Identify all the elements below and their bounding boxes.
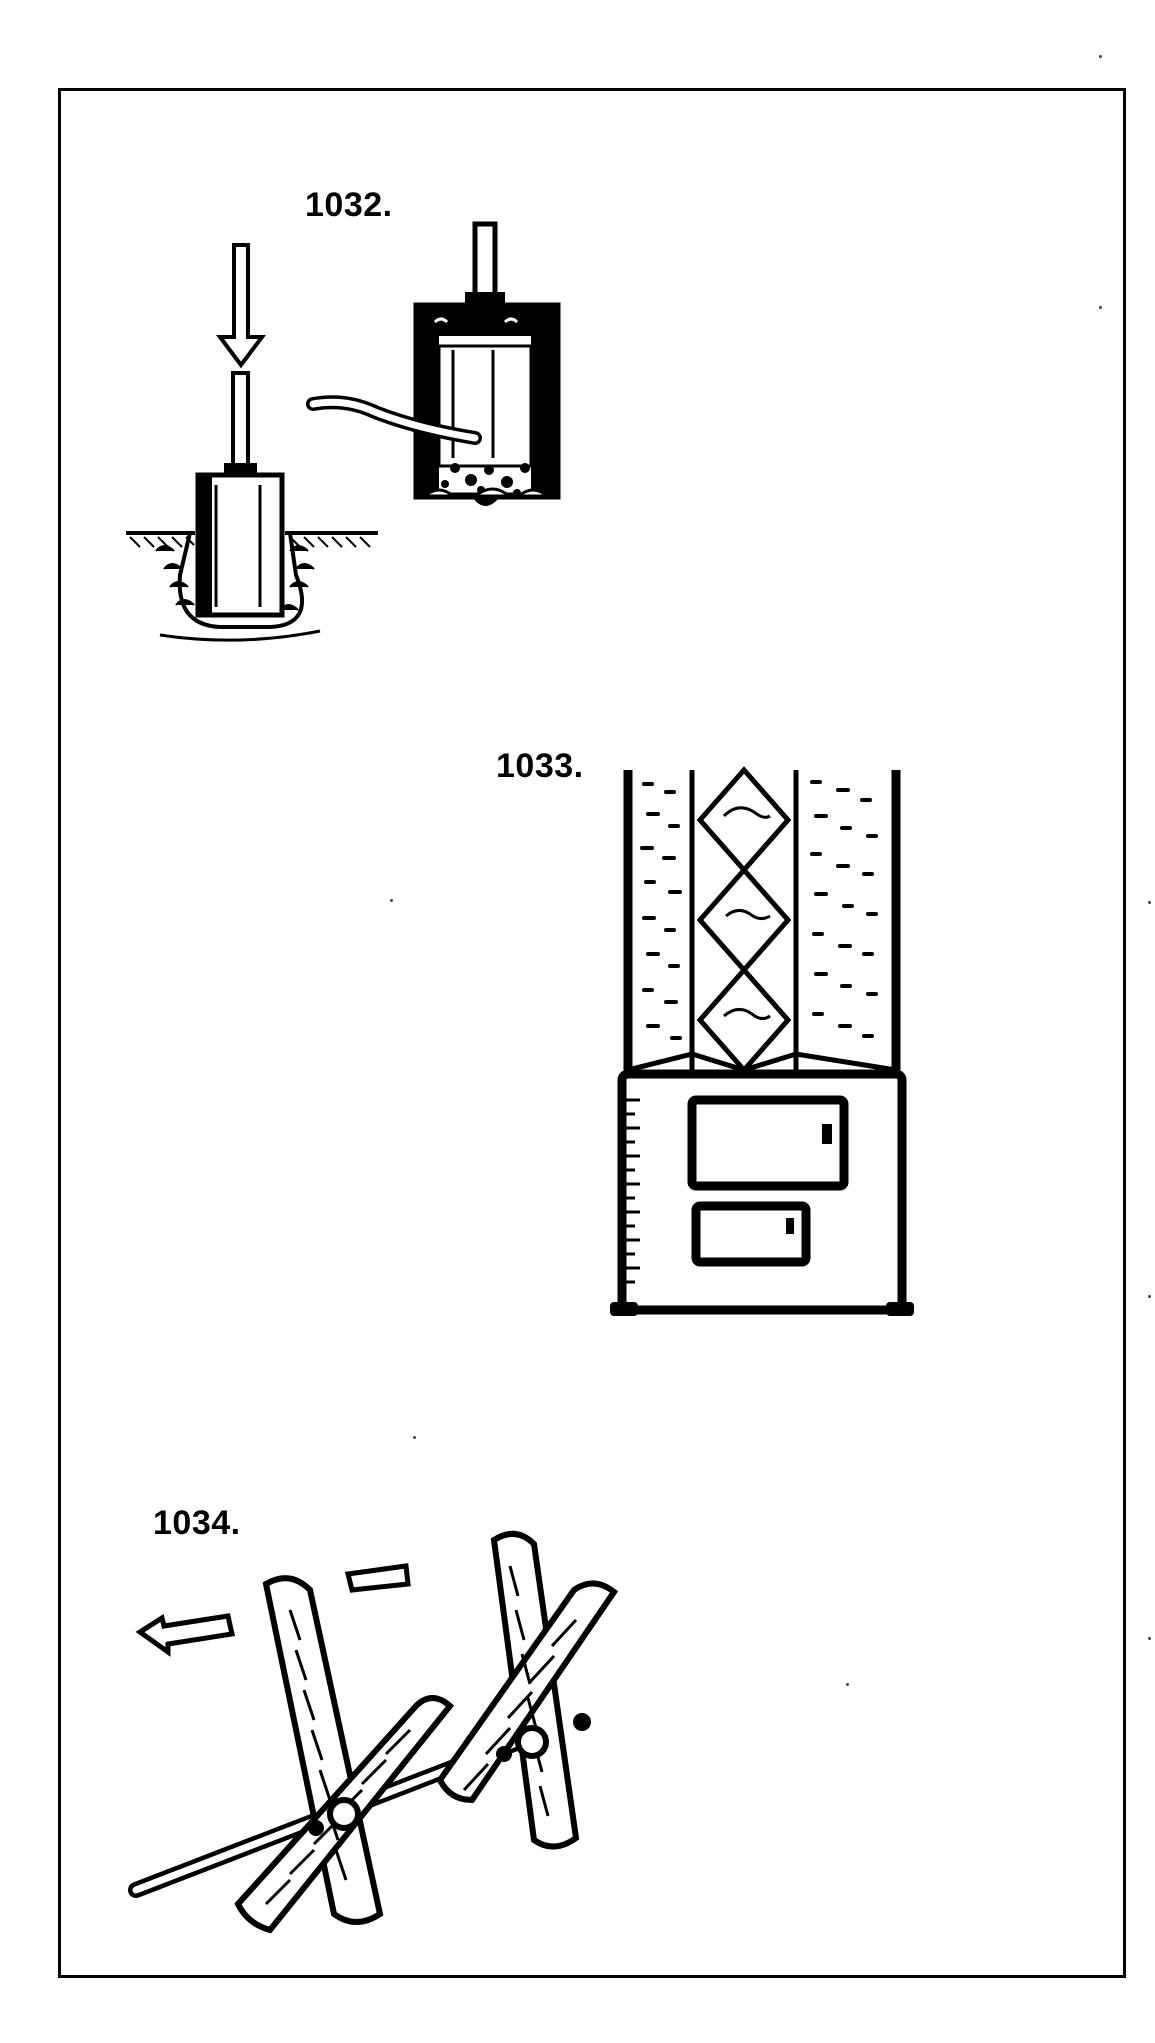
soil-sampler-tube-illustration: [306, 221, 561, 506]
figure-number-1034: 1034.: [153, 1504, 241, 1542]
figure-1034-illustration: [128, 1531, 619, 1934]
scan-speck: [1148, 1637, 1151, 1640]
figure-number-1033: 1033.: [496, 747, 584, 785]
scan-speck: [390, 899, 393, 902]
down-arrow-icon: [216, 243, 266, 369]
figure-1032-illustration: [126, 243, 378, 642]
figure-number-1032: 1032.: [305, 186, 393, 224]
figure-1033-illustration: [610, 766, 914, 1316]
scan-speck: [1099, 55, 1102, 58]
scan-speck: [846, 1683, 849, 1686]
scan-speck: [1099, 306, 1102, 309]
page-border-frame: [58, 88, 1126, 1978]
scan-speck: [1148, 901, 1151, 904]
rotation-arrow-icon: [135, 1563, 411, 1657]
scan-speck: [413, 1436, 416, 1439]
scan-speck: [1148, 1295, 1151, 1298]
